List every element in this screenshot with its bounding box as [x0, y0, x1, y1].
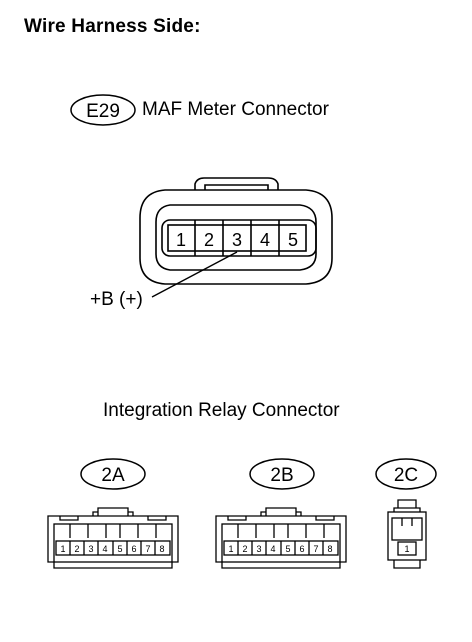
relay-connector-2b — [215, 507, 347, 569]
relay-connector-2a — [47, 507, 179, 569]
relay-2b-pin-3: 3 — [256, 544, 261, 554]
maf-pin-5: 5 — [288, 230, 298, 250]
maf-connector-name: MAF Meter Connector — [142, 99, 329, 120]
maf-pins: 1 2 3 4 5 — [176, 230, 298, 250]
maf-pin-4: 4 — [260, 230, 270, 250]
relay-2a-pin-6: 6 — [131, 544, 136, 554]
relay-2a-pin-3: 3 — [88, 544, 93, 554]
relay-2a-pin-2: 2 — [74, 544, 79, 554]
relay-2a-pin-5: 5 — [117, 544, 122, 554]
callout-leader-line — [151, 251, 238, 298]
relay-connector-2b-badge: 2B — [249, 458, 315, 490]
maf-connector — [139, 177, 333, 285]
relay-connector-title: Integration Relay Connector — [103, 400, 340, 421]
page-title: Wire Harness Side: — [24, 16, 201, 37]
relay-2a-pin-4: 4 — [102, 544, 107, 554]
relay-connector-2c — [387, 499, 427, 569]
relay-2a-pin-1: 1 — [60, 544, 65, 554]
relay-2b-pin-2: 2 — [242, 544, 247, 554]
relay-connector-2a-badge: 2A — [80, 458, 146, 490]
relay-2b-pin-4: 4 — [270, 544, 275, 554]
relay-2a-pin-8: 8 — [159, 544, 164, 554]
relay-2b-pin-7: 7 — [313, 544, 318, 554]
maf-pin-3: 3 — [232, 230, 242, 250]
maf-code-badge: E29 — [70, 94, 136, 126]
relay-2b-pins: 1 2 3 4 5 6 7 8 — [228, 544, 332, 554]
relay-2b-pin-1: 1 — [228, 544, 233, 554]
relay-2c-pin-1: 1 — [404, 544, 409, 554]
relay-2b-pin-6: 6 — [299, 544, 304, 554]
maf-pin-callout: +B (+) — [90, 289, 143, 310]
maf-pin-2: 2 — [204, 230, 214, 250]
maf-pin-1: 1 — [176, 230, 186, 250]
relay-2a-pins: 1 2 3 4 5 6 7 8 — [60, 544, 164, 554]
relay-2c-code: 2C — [394, 465, 418, 486]
relay-connector-2c-badge: 2C — [375, 458, 437, 490]
relay-2a-code: 2A — [101, 465, 125, 486]
maf-code-label: E29 — [86, 101, 120, 122]
relay-2b-pin-5: 5 — [285, 544, 290, 554]
relay-2a-pin-7: 7 — [145, 544, 150, 554]
relay-2b-pin-8: 8 — [327, 544, 332, 554]
relay-2b-code: 2B — [270, 465, 293, 486]
